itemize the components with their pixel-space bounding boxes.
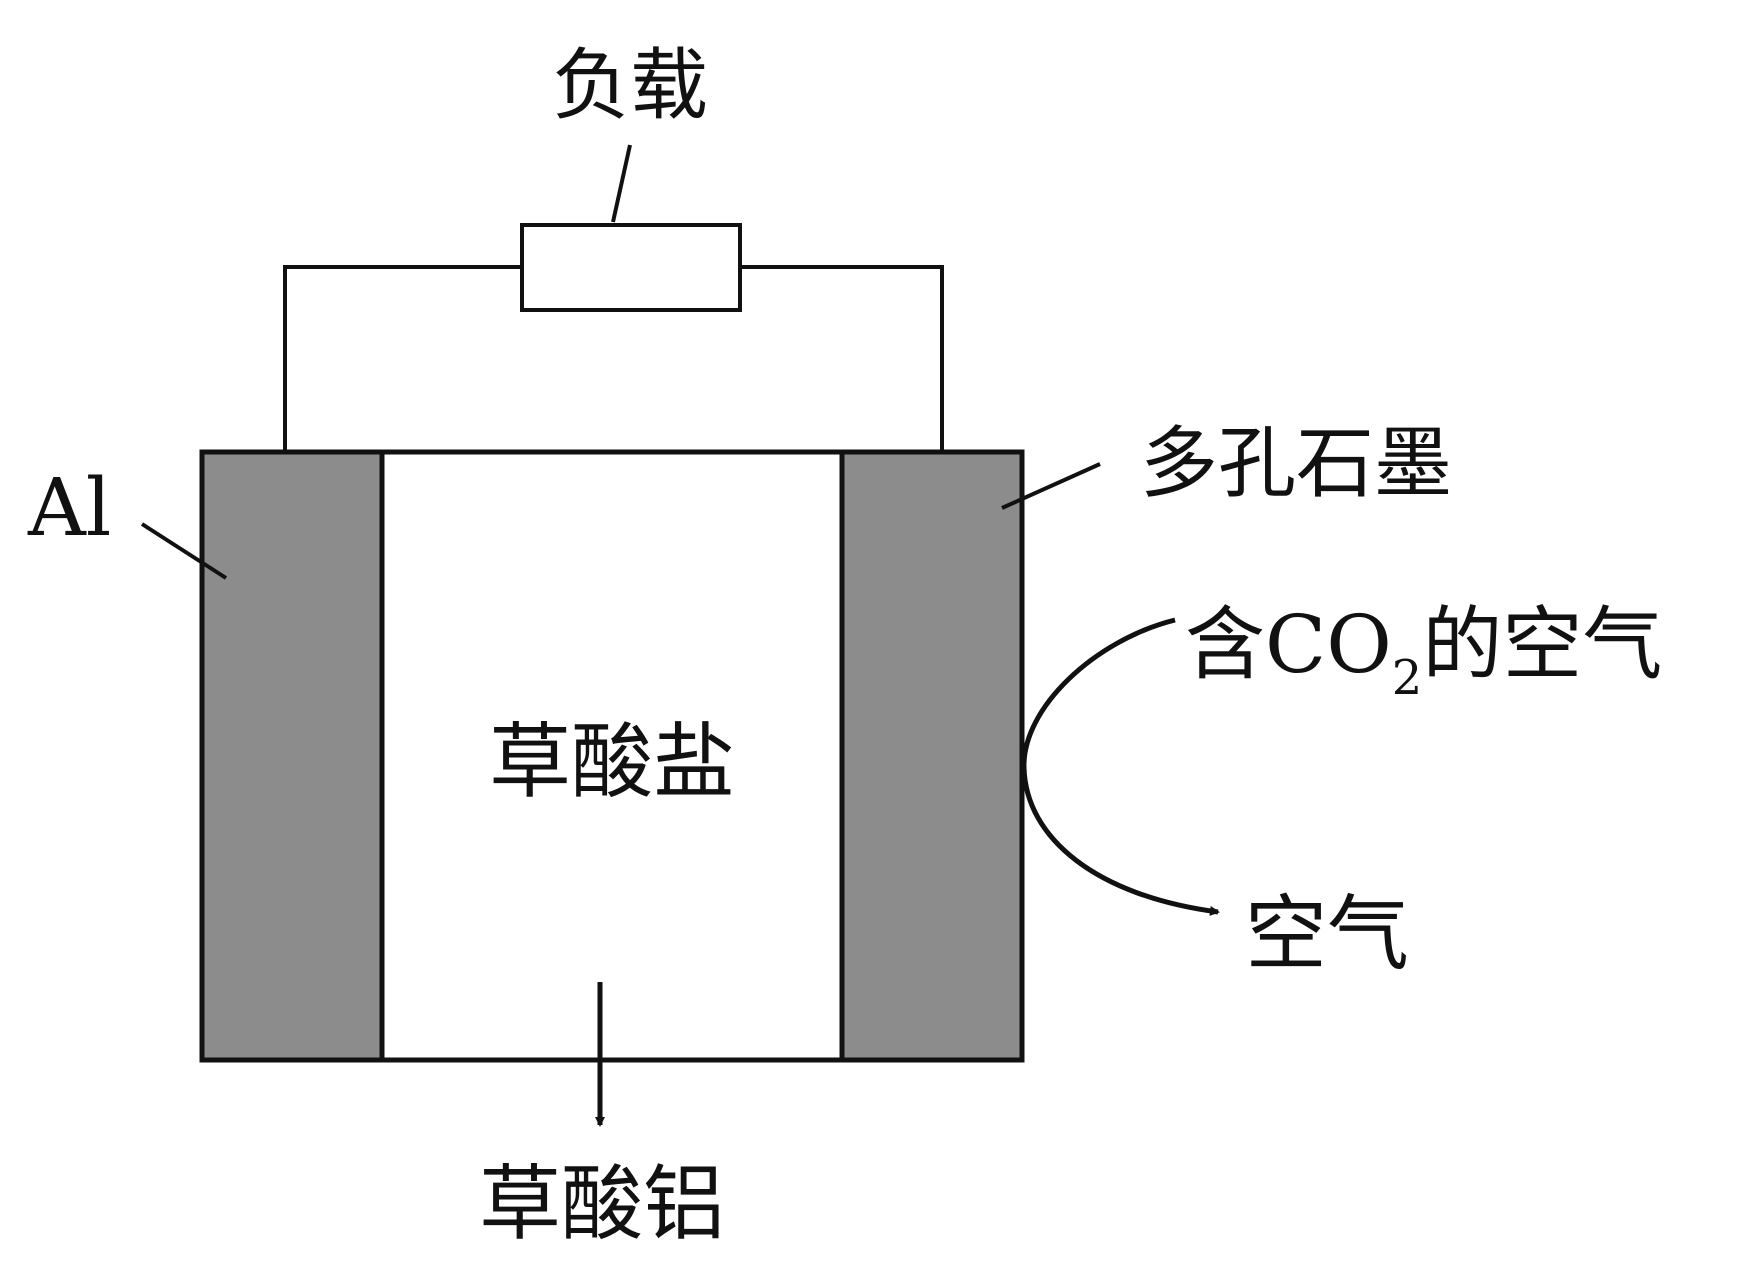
electrolyte-label: 草酸盐 bbox=[489, 715, 735, 810]
porous-graphite-cathode bbox=[839, 449, 1025, 1063]
circuit-wire-right bbox=[740, 265, 944, 453]
anode-leader-line bbox=[140, 522, 228, 580]
gas-flow-arrow bbox=[1021, 617, 1220, 916]
gas-in-suffix: 的空气 bbox=[1422, 598, 1662, 691]
gas-in-label: 含CO2的空气 bbox=[1185, 598, 1662, 706]
load-resistor bbox=[520, 223, 742, 312]
gas-in-subscript: 2 bbox=[1392, 650, 1423, 706]
cathode-leader-line bbox=[1001, 462, 1101, 510]
product-label: 草酸铝 bbox=[479, 1157, 725, 1252]
gas-out-label: 空气 bbox=[1245, 887, 1409, 982]
al-anode bbox=[199, 449, 385, 1063]
circuit-wire bbox=[283, 265, 522, 453]
cathode-label: 多孔石墨 bbox=[1140, 419, 1452, 509]
load-label: 负载 bbox=[552, 41, 708, 131]
gas-in-prefix: 含CO bbox=[1185, 598, 1392, 691]
anode-label: Al bbox=[27, 461, 111, 554]
load-leader-line bbox=[611, 144, 632, 223]
